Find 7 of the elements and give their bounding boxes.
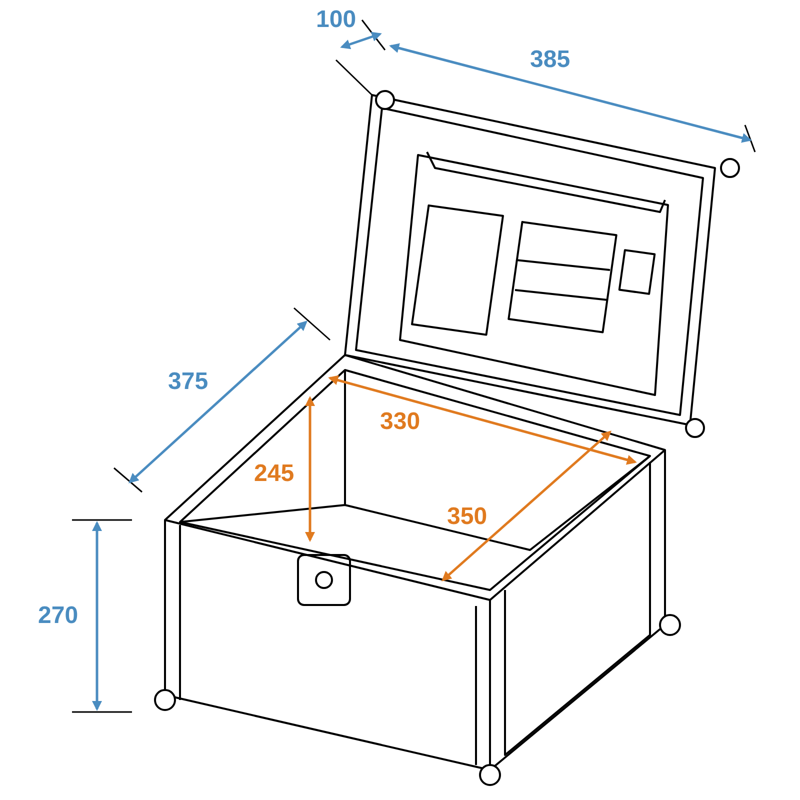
dimension-label: 330 bbox=[380, 410, 420, 434]
dimension-label: 350 bbox=[447, 505, 488, 529]
dimension-label: 270 bbox=[38, 604, 78, 628]
dimension-label: 245 bbox=[254, 462, 294, 486]
dimension-label: 100 bbox=[316, 8, 356, 32]
dimension-label: 385 bbox=[530, 48, 570, 72]
dimension-label: 375 bbox=[168, 370, 208, 394]
